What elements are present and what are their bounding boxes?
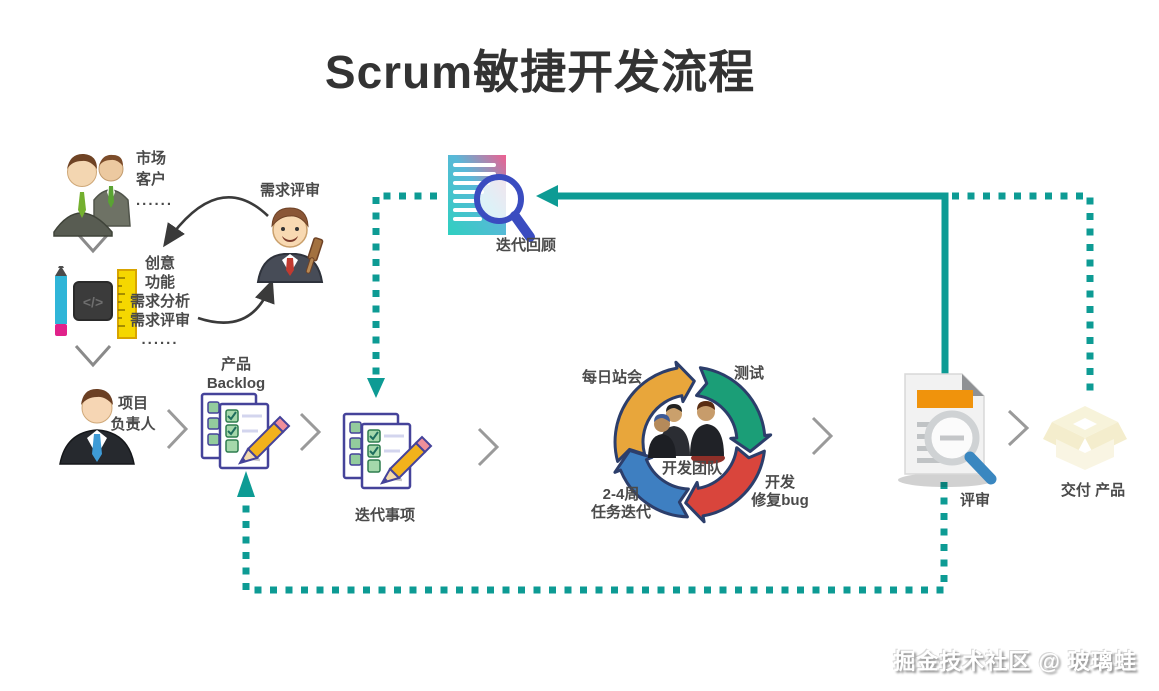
dev-team-icon bbox=[648, 401, 725, 464]
delivery-label: 交付 产品 bbox=[1060, 482, 1126, 499]
chevron-right-icon bbox=[166, 408, 189, 450]
cycle-sprint-label: 2-4周 任务迭代 bbox=[590, 486, 651, 521]
cycle-segment-develop bbox=[684, 446, 766, 524]
market-customers-icon bbox=[53, 153, 131, 237]
market-customers-label: 市场 客户 ...... bbox=[136, 150, 174, 209]
chevron-right-icon bbox=[811, 416, 834, 456]
project-owner-label: 项目 负责人 bbox=[110, 395, 156, 433]
tools-icons: </> bbox=[55, 266, 137, 339]
requirement-review-judge-icon bbox=[256, 207, 324, 283]
product-backlog-label: 产品 Backlog bbox=[206, 356, 266, 392]
product-backlog-icon bbox=[200, 392, 291, 470]
chevron-down-icon bbox=[74, 344, 112, 368]
solid-feedback-line bbox=[556, 192, 949, 375]
review-label: 评审 bbox=[959, 492, 990, 509]
development-cycle bbox=[613, 360, 773, 524]
iteration-review-label: 迭代回顾 bbox=[496, 237, 557, 254]
cycle-segment-daily-standup bbox=[613, 360, 696, 463]
dotted-line-review-to-items bbox=[372, 192, 437, 378]
chevron-right-icon bbox=[477, 427, 500, 467]
page-title: Scrum敏捷开发流程 bbox=[324, 46, 756, 98]
watermark: 掘金技术社区 @ 玻璃蛙 bbox=[893, 649, 1137, 674]
cycle-daily-standup-label: 每日站会 bbox=[581, 369, 642, 386]
iteration-items-label: 迭代事项 bbox=[354, 507, 415, 524]
dotted-arrowhead-up bbox=[237, 471, 255, 497]
cycle-segment-testing bbox=[695, 366, 773, 453]
iteration-review-icon bbox=[448, 155, 535, 242]
review-doc-icon bbox=[898, 373, 997, 487]
delivery-box-icon bbox=[1043, 406, 1127, 470]
chevron-right-icon bbox=[1007, 409, 1030, 447]
dotted-arrowhead-down bbox=[367, 378, 385, 398]
iteration-items-icon bbox=[342, 412, 433, 490]
project-owner-icon bbox=[59, 388, 135, 465]
svg-text:</>: </> bbox=[83, 294, 103, 310]
cycle-segment-sprint bbox=[613, 449, 690, 519]
chevron-right-icon bbox=[299, 412, 322, 452]
ideas-list-label: 创意 功能 需求分析 需求评审 ...... bbox=[129, 255, 190, 348]
cycle-testing-label: 测试 bbox=[734, 365, 765, 382]
cycle-center-label: 开发团队 bbox=[661, 460, 722, 477]
requirement-review-label: 需求评审 bbox=[260, 182, 321, 199]
cycle-develop-label: 开发 修复bug bbox=[751, 474, 809, 509]
